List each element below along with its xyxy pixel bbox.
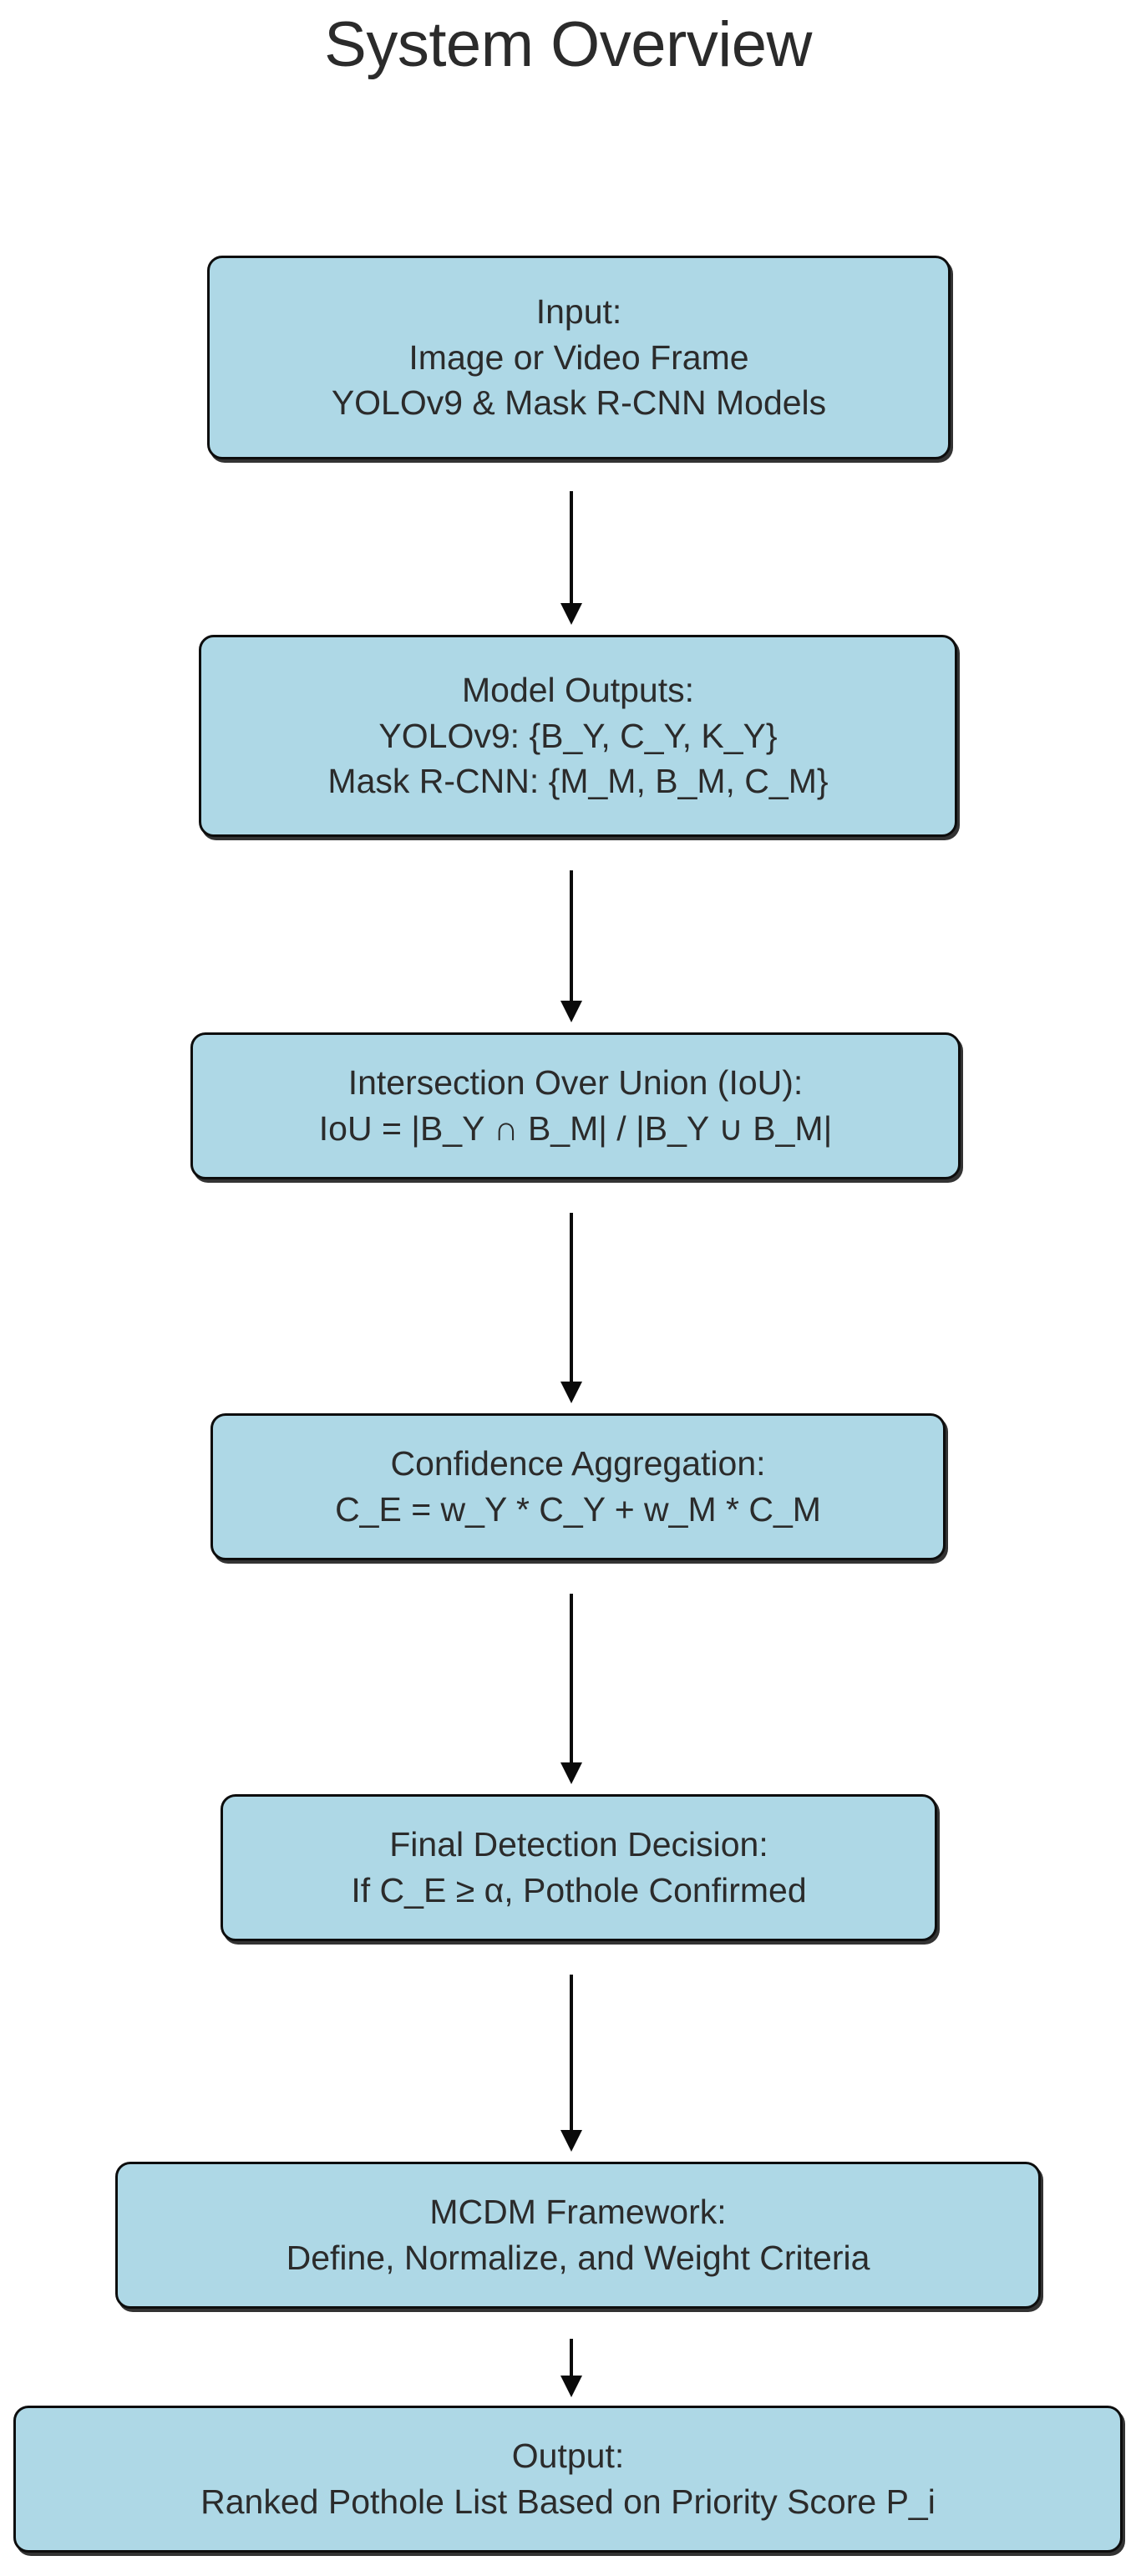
flow-node-line: Input: <box>535 292 622 332</box>
flow-node-line: Define, Normalize, and Weight Criteria <box>286 2239 870 2277</box>
flow-node-line: If C_E ≥ α, Pothole Confirmed <box>351 1871 807 1909</box>
arrow-head-icon <box>560 2376 582 2397</box>
flow-node-line: YOLOv9: {B_Y, C_Y, K_Y} <box>378 716 778 755</box>
flow-node-line: Confidence Aggregation: <box>390 1444 766 1483</box>
flow-node-final-detection-decision[interactable]: Final Detection Decision: If C_E ≥ α, Po… <box>221 1794 937 1941</box>
flow-node-line: YOLOv9 & Mask R-CNN Models <box>331 383 827 423</box>
flow-node-line: Model Outputs: <box>461 671 695 710</box>
flow-node-mcdm-framework[interactable]: MCDM Framework: Define, Normalize, and W… <box>115 2162 1041 2309</box>
arrow-head-icon <box>560 1001 582 1022</box>
flow-node-line: C_E = w_Y * C_Y + w_M * C_M <box>335 1490 821 1529</box>
arrow-shaft <box>570 1975 573 2130</box>
arrow-shaft <box>570 1213 573 1382</box>
arrow-shaft <box>570 2339 573 2376</box>
flow-node-line: Ranked Pothole List Based on Priority Sc… <box>200 2482 936 2521</box>
arrow-head-icon <box>560 603 582 625</box>
arrow-shaft <box>570 1594 573 1762</box>
flow-node-model-outputs[interactable]: Model Outputs: YOLOv9: {B_Y, C_Y, K_Y} M… <box>199 635 957 837</box>
flow-node-line: MCDM Framework: <box>429 2193 727 2232</box>
flow-node-line: IoU = |B_Y ∩ B_M| / |B_Y ∪ B_M| <box>318 1109 833 1148</box>
flow-arrow-iou-to-confidence-aggregation <box>554 1213 587 1403</box>
arrow-head-icon <box>560 1762 582 1784</box>
arrow-head-icon <box>560 2130 582 2152</box>
flow-node-iou[interactable]: Intersection Over Union (IoU): IoU = |B_… <box>190 1032 961 1179</box>
flow-node-input[interactable]: Input: Image or Video Frame YOLOv9 & Mas… <box>207 256 951 459</box>
arrow-shaft <box>570 491 573 603</box>
flow-node-line: Image or Video Frame <box>408 337 749 377</box>
page-title: System Overview <box>324 9 812 80</box>
arrow-shaft <box>570 870 573 1001</box>
flow-node-line: Mask R-CNN: {M_M, B_M, C_M} <box>327 762 829 801</box>
flow-node-line: Intersection Over Union (IoU): <box>347 1063 804 1103</box>
arrow-head-icon <box>560 1382 582 1403</box>
flow-arrow-confidence-aggregation-to-final-detection-decision <box>554 1594 587 1784</box>
flow-arrow-input-to-model-outputs <box>554 491 587 625</box>
flow-node-confidence-aggregation[interactable]: Confidence Aggregation: C_E = w_Y * C_Y … <box>210 1413 946 1560</box>
flow-arrow-mcdm-framework-to-output <box>554 2339 587 2397</box>
flow-node-output[interactable]: Output: Ranked Pothole List Based on Pri… <box>13 2406 1123 2553</box>
flow-node-line: Final Detection Decision: <box>389 1825 768 1864</box>
flow-node-line: Output: <box>511 2437 625 2476</box>
flow-arrow-model-outputs-to-iou <box>554 870 587 1022</box>
flow-arrow-final-detection-decision-to-mcdm-framework <box>554 1975 587 2152</box>
